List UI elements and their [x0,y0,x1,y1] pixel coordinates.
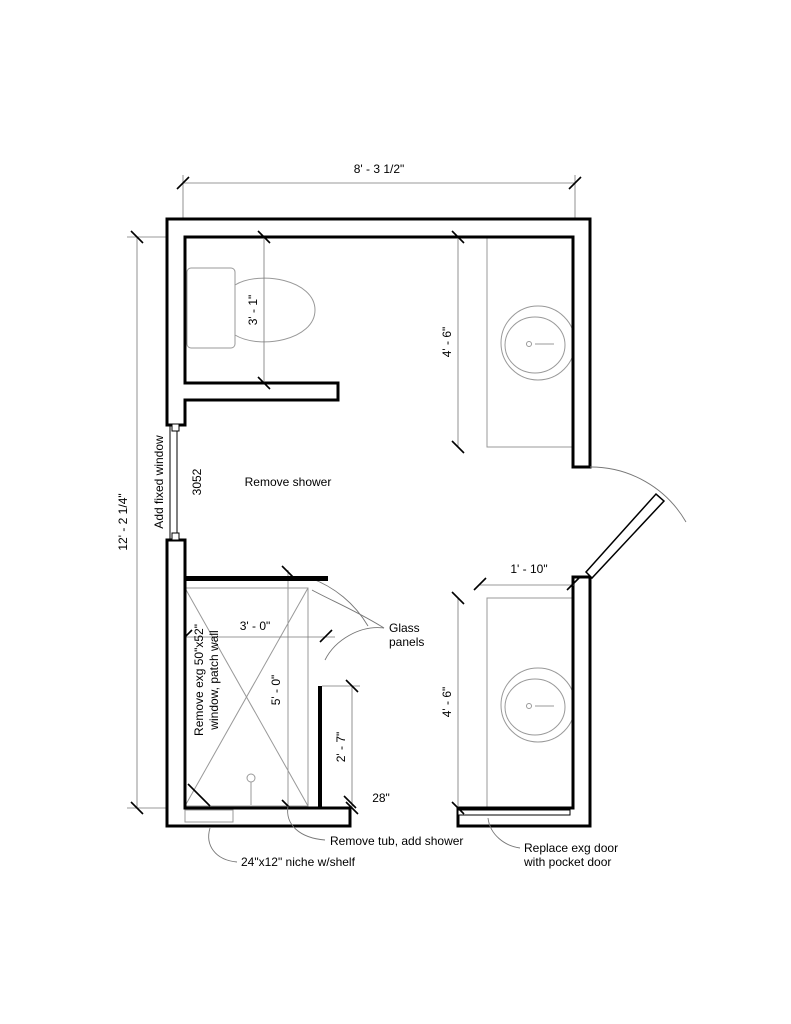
leader-door [487,817,521,849]
glass-panel-dimension: 2' - 7" [334,732,348,763]
note-door-line2: with pocket door [523,855,611,869]
vanity-lower-dimension: 4' - 6" [440,687,454,718]
note-remove-tub: Remove tub, add shower [330,834,463,848]
note-glass-panels-line1: Glass [389,621,420,635]
note-glass-panels-line2: panels [389,635,424,649]
leader-glass-2 [311,589,385,629]
vanity-lower [486,597,574,809]
note-add-window: Add fixed window [152,435,166,529]
note-door-line1: Replace exg door [524,841,618,855]
vanity-upper-dimension: 4' - 6" [440,327,454,358]
dimension-overall-length: 12' - 2 1/4" [116,230,185,815]
shower-width-label: 3' - 0" [240,619,271,633]
swing-door [584,466,687,580]
note-niche: 24"x12" niche w/shelf [241,855,356,869]
glass-panel-swing [309,577,369,627]
door-width-label: 28" [372,791,390,805]
vanity-depth-label: 1' - 10" [510,562,547,576]
walls [165,217,592,828]
dimension-overall-width: 8' - 3 1/2" [176,162,582,220]
glass-panel-fixed [318,686,322,808]
shower-length-label: 5' - 0" [269,675,283,706]
toilet-clearance-label: 3' - 1" [246,295,260,326]
sink-upper [500,305,576,381]
overall-width-label: 8' - 3 1/2" [354,162,405,176]
sink-lower [500,667,576,743]
pocket-door [457,809,571,816]
note-remove-window-line1: Remove exg 50"x52" [192,624,206,736]
note-window-size: 3052 [190,468,204,495]
overall-length-label: 12' - 2 1/4" [116,493,130,550]
leader-niche [208,827,238,863]
leader-tub [287,805,326,841]
note-remove-shower: Remove shower [245,475,332,489]
leader-glass-1 [324,627,385,661]
note-remove-window-line2: window, patch wall [207,630,221,730]
toilet [186,267,316,349]
